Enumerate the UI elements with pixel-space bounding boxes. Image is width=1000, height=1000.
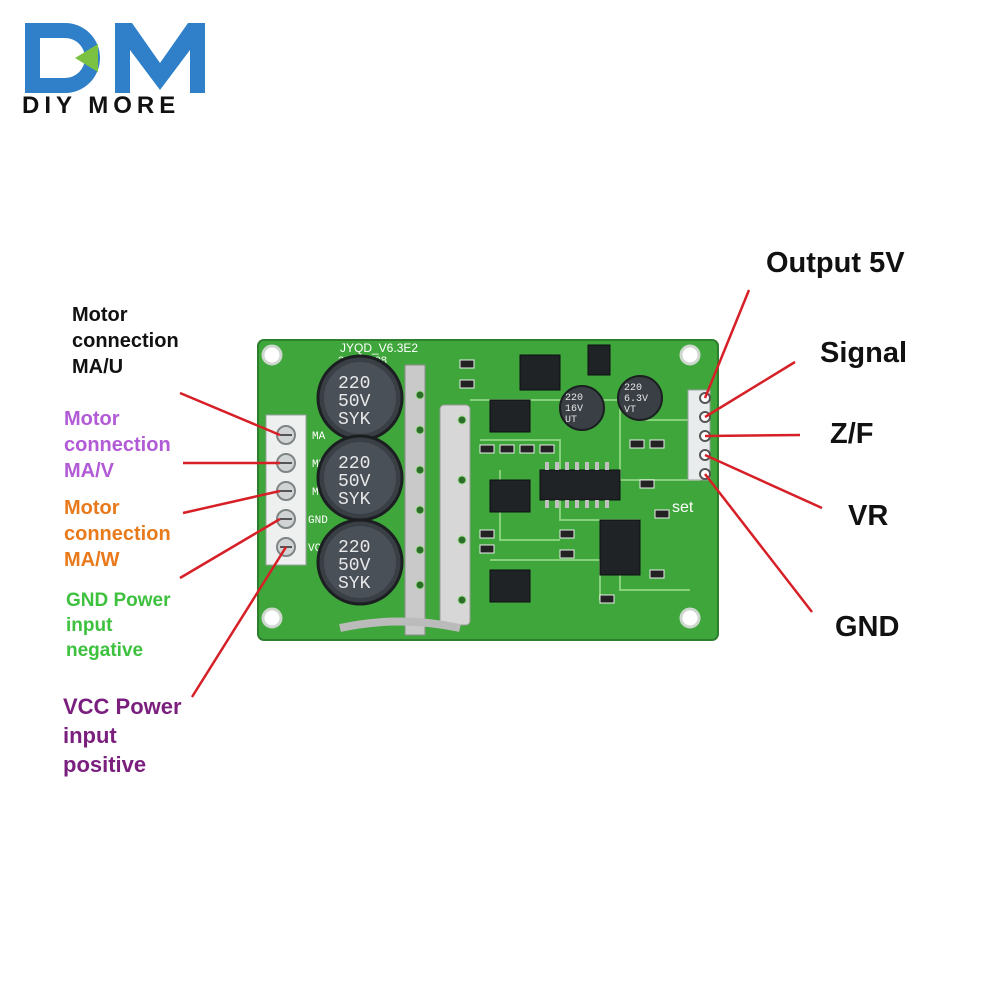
label-motor-ma-v: Motor connection MA/V: [64, 408, 171, 482]
svg-text:220: 220: [338, 454, 370, 474]
svg-text:50V: 50V: [338, 556, 371, 576]
big-capacitor: 220 50V SYK: [316, 434, 404, 522]
model-silkscreen: JYQD_V6.3E2: [340, 341, 418, 355]
svg-text:220: 220: [338, 538, 370, 558]
label-signal: Signal: [820, 337, 908, 369]
svg-text:SYK: SYK: [338, 410, 371, 430]
pin-label-ma: MA: [312, 431, 326, 443]
small-capacitor: 220 16V UT: [559, 385, 605, 431]
label-zf: Z/F: [830, 418, 874, 450]
pin-label-gnd: GND: [308, 515, 328, 527]
logo-mark: [25, 23, 205, 93]
label-vcc-power: VCC Power input positive: [63, 694, 182, 777]
svg-text:16V: 16V: [565, 404, 583, 415]
label-motor-ma-w: Motor connection MA/W: [64, 497, 171, 571]
svg-text:6.3V: 6.3V: [624, 394, 648, 405]
svg-text:220: 220: [624, 383, 642, 394]
ic-chips: [489, 344, 641, 603]
set-silkscreen: set: [672, 499, 694, 516]
right-pointers: [703, 289, 823, 613]
svg-text:SYK: SYK: [338, 574, 371, 594]
svg-text:220: 220: [338, 374, 370, 394]
svg-text:50V: 50V: [338, 392, 371, 412]
svg-text:UT: UT: [565, 415, 577, 426]
label-output-5v: Output 5V: [766, 247, 905, 279]
big-capacitor: 220 50V SYK: [316, 518, 404, 606]
svg-text:50V: 50V: [338, 472, 371, 492]
left-pointers: [179, 391, 288, 698]
label-vr: VR: [848, 500, 889, 532]
label-motor-ma-u: Motor connection MA/U: [72, 304, 179, 378]
label-gnd: GND: [835, 611, 900, 643]
small-capacitor: 220 6.3V VT: [617, 375, 663, 421]
big-capacitor: 220 50V SYK: [316, 354, 404, 442]
svg-text:SYK: SYK: [338, 490, 371, 510]
brand-name: DIY MORE: [22, 92, 181, 119]
label-gnd-power: GND Power input negative: [66, 590, 171, 661]
svg-text:VT: VT: [624, 405, 636, 416]
mounting-holes: [261, 344, 701, 629]
diymore-logo: [20, 18, 220, 123]
svg-text:220: 220: [565, 393, 583, 404]
